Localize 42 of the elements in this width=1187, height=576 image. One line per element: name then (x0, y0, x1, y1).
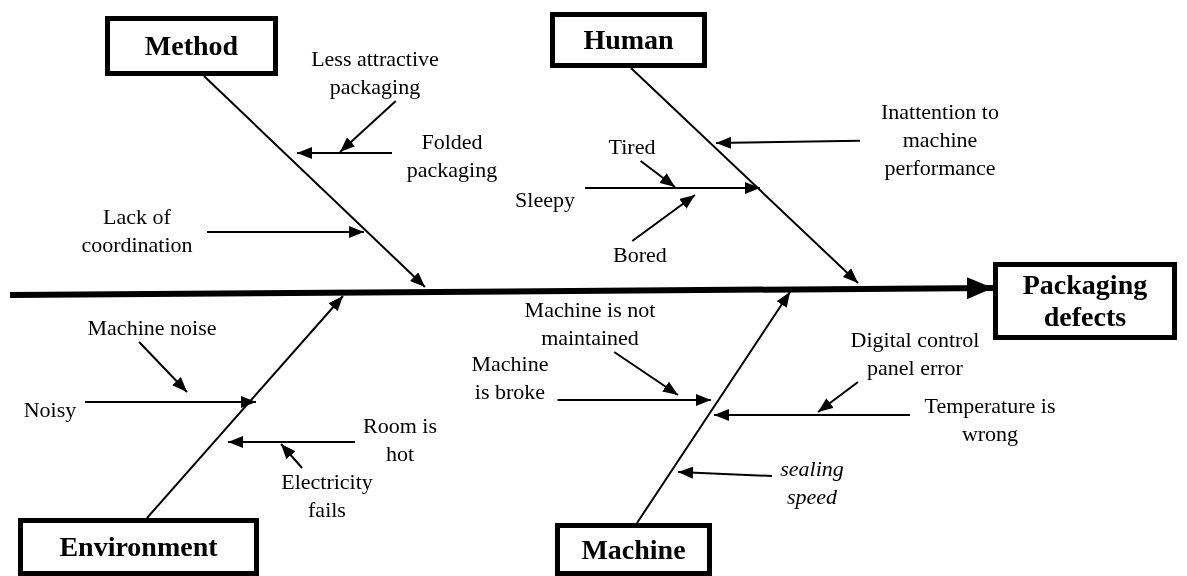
cause-label: Room is hot (355, 412, 445, 468)
arrow (84, 396, 257, 408)
arrow (613, 351, 679, 396)
cause-label: Machine noise (72, 314, 232, 342)
spine-arrow (9, 277, 994, 300)
category-box: Machine (555, 523, 712, 576)
cause-label: Tired (597, 133, 667, 161)
cause-label: Folded packaging (392, 128, 512, 184)
arrow (280, 443, 304, 469)
arrow (817, 381, 859, 413)
category-box: Method (105, 16, 278, 76)
cause-label: Less attractive packaging (290, 45, 460, 101)
arrow (556, 394, 712, 406)
cause-label: sealing speed (772, 455, 852, 511)
arrow (146, 295, 344, 519)
cause-label: Temperature is wrong (910, 392, 1070, 448)
arrow (227, 436, 356, 448)
cause-label: Lack of coordination (67, 203, 207, 259)
arrow (629, 67, 859, 284)
arrow (631, 194, 696, 242)
arrow (639, 160, 676, 188)
cause-label: Sleepy (505, 186, 585, 214)
arrow (636, 291, 791, 524)
cause-label: Electricity fails (272, 468, 382, 524)
cause-label: Machine is broke (462, 350, 558, 406)
category-box: Human (550, 12, 707, 68)
arrow (715, 136, 861, 149)
arrow (138, 341, 188, 393)
cause-label: Inattention to machine performance (860, 98, 1020, 182)
cause-label: Digital control panel error (845, 326, 985, 382)
arrow (339, 100, 397, 153)
arrow (296, 147, 393, 159)
cause-label: Machine is not maintained (510, 296, 670, 352)
effect-box: Packaging defects (993, 262, 1177, 340)
cause-label: Noisy (15, 396, 85, 424)
arrow (584, 182, 761, 194)
cause-label: Bored (605, 241, 675, 269)
arrow (713, 409, 911, 421)
arrow (202, 75, 426, 288)
category-box: Environment (18, 518, 259, 576)
arrow (677, 466, 773, 479)
arrow (206, 226, 365, 238)
